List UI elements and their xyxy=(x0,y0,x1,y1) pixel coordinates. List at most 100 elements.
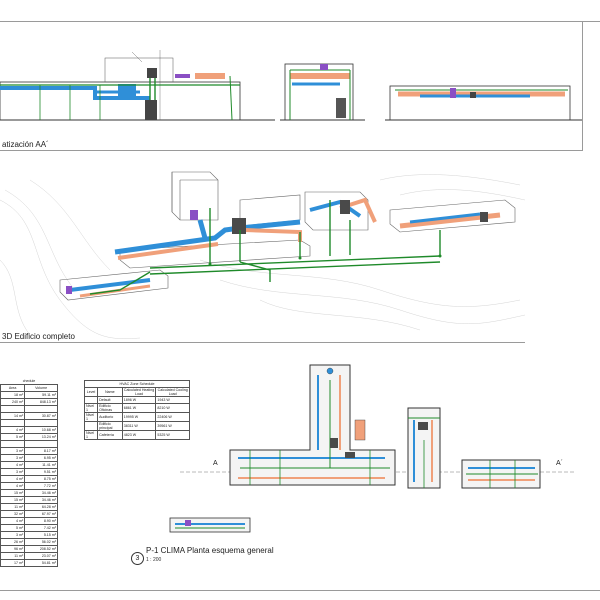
hvac-schedule-header: Level xyxy=(83,387,99,397)
hvac-zone-schedule: HVAC Zone Schedule Level Name Calculated… xyxy=(83,380,190,440)
room-area-cell: 18 m² xyxy=(0,391,26,399)
room-volume-cell: 64.28 m³ xyxy=(24,503,58,511)
room-schedule-header: Area xyxy=(0,384,26,392)
room-area-cell: 26 m² xyxy=(0,538,26,546)
hvac-schedule-cell: Nivel 1 xyxy=(83,430,99,440)
hvac-schedule-cell: 5325 W xyxy=(155,430,190,440)
hvac-schedule-cell: 19995 W xyxy=(121,412,157,422)
room-volume-cell xyxy=(24,419,58,427)
room-volume-cell: 8.17 m³ xyxy=(24,447,58,455)
room-area-cell: 15 m² xyxy=(0,489,26,497)
room-volume-cell: 848.13 m³ xyxy=(24,398,58,406)
room-area-cell: 3 m² xyxy=(0,531,26,539)
room-volume-cell: 7.72 m³ xyxy=(24,482,58,490)
hvac-schedule-cell: Auditorio xyxy=(97,412,123,422)
hvac-schedule-title: HVAC Zone Schedule xyxy=(84,380,190,388)
room-area-cell xyxy=(0,419,26,427)
section-marker-right: A´ xyxy=(556,460,563,467)
hvac-schedule-cell: Edificio principal xyxy=(97,421,123,431)
room-volume-cell: 7.42 m³ xyxy=(24,524,58,532)
right-border xyxy=(582,21,583,151)
room-volume-cell: 34.46 m³ xyxy=(24,489,58,497)
room-area-cell: 11 m² xyxy=(0,552,26,560)
hvac-schedule-cell: 6861 W xyxy=(121,403,157,413)
room-volume-cell: 13.24 m³ xyxy=(24,433,58,441)
room-area-cell: 4 m² xyxy=(0,517,26,525)
plan-scale: 1 : 200 xyxy=(146,557,162,563)
room-volume-cell: 8.90 m³ xyxy=(24,517,58,525)
room-volume-cell: 9.51 m³ xyxy=(24,468,58,476)
room-area-cell: 32 m² xyxy=(0,510,26,518)
isometric-3d-view xyxy=(0,171,526,339)
room-area-cell xyxy=(0,440,26,448)
room-volume-cell: 208.52 m³ xyxy=(24,545,58,553)
room-schedule-row xyxy=(0,405,58,413)
room-area-cell xyxy=(0,405,26,413)
plan-title: P-1 CLIMA Planta esquema general xyxy=(146,546,274,555)
room-area-cell: 17 m² xyxy=(0,559,26,567)
room-area-cell: 4 m² xyxy=(0,482,26,490)
room-area-cell: 96 m² xyxy=(0,545,26,553)
room-schedule-header: Volume xyxy=(24,384,58,392)
room-volume-cell: 34.46 m³ xyxy=(24,496,58,504)
hvac-schedule-cell: Cafetería xyxy=(97,430,123,440)
room-volume-cell: 56.02 m³ xyxy=(24,538,58,546)
floor-plan xyxy=(169,364,575,533)
view3d-divider xyxy=(0,342,525,343)
room-area-cell: 3 m² xyxy=(0,447,26,455)
room-volume-cell xyxy=(24,405,58,413)
room-volume-cell: 54.81 m³ xyxy=(24,559,58,567)
room-volume-cell: 11.41 m³ xyxy=(24,461,58,469)
hvac-schedule-header: Name xyxy=(97,387,123,397)
hvac-schedule-cell: Default xyxy=(97,396,123,404)
room-volume-cell: 59.11 m³ xyxy=(24,391,58,399)
hvac-schedule-cell xyxy=(83,421,99,431)
hvac-schedule-cell xyxy=(83,396,99,404)
room-area-cell: 3 m² xyxy=(0,454,26,462)
hvac-schedule-cell: 4823 W xyxy=(121,430,157,440)
room-volume-cell: 10.68 m³ xyxy=(24,426,58,434)
top-border xyxy=(0,21,600,22)
room-area-cell: 14 m² xyxy=(0,412,26,420)
room-area-cell: 11 m² xyxy=(0,503,26,511)
room-area-cell: 4 m² xyxy=(0,426,26,434)
room-area-cell: 4 m² xyxy=(0,461,26,469)
plan-number: 3 xyxy=(131,552,144,565)
section-marker-left: A xyxy=(213,460,218,467)
room-volume-cell: 6.95 m³ xyxy=(24,454,58,462)
hvac-schedule-cell: Nivel 1 xyxy=(83,403,99,413)
room-area-cell: 5 m² xyxy=(0,433,26,441)
room-schedule-title: chedule xyxy=(22,379,36,383)
section-title: atización AA´ xyxy=(2,140,49,149)
room-volume-cell: 5.15 m³ xyxy=(24,531,58,539)
section-divider xyxy=(0,150,582,151)
bottom-border xyxy=(0,590,600,591)
room-schedule-row xyxy=(0,440,58,448)
hvac-schedule-cell: 1896 W xyxy=(121,396,157,404)
room-volume-cell: 67.97 m³ xyxy=(24,510,58,518)
